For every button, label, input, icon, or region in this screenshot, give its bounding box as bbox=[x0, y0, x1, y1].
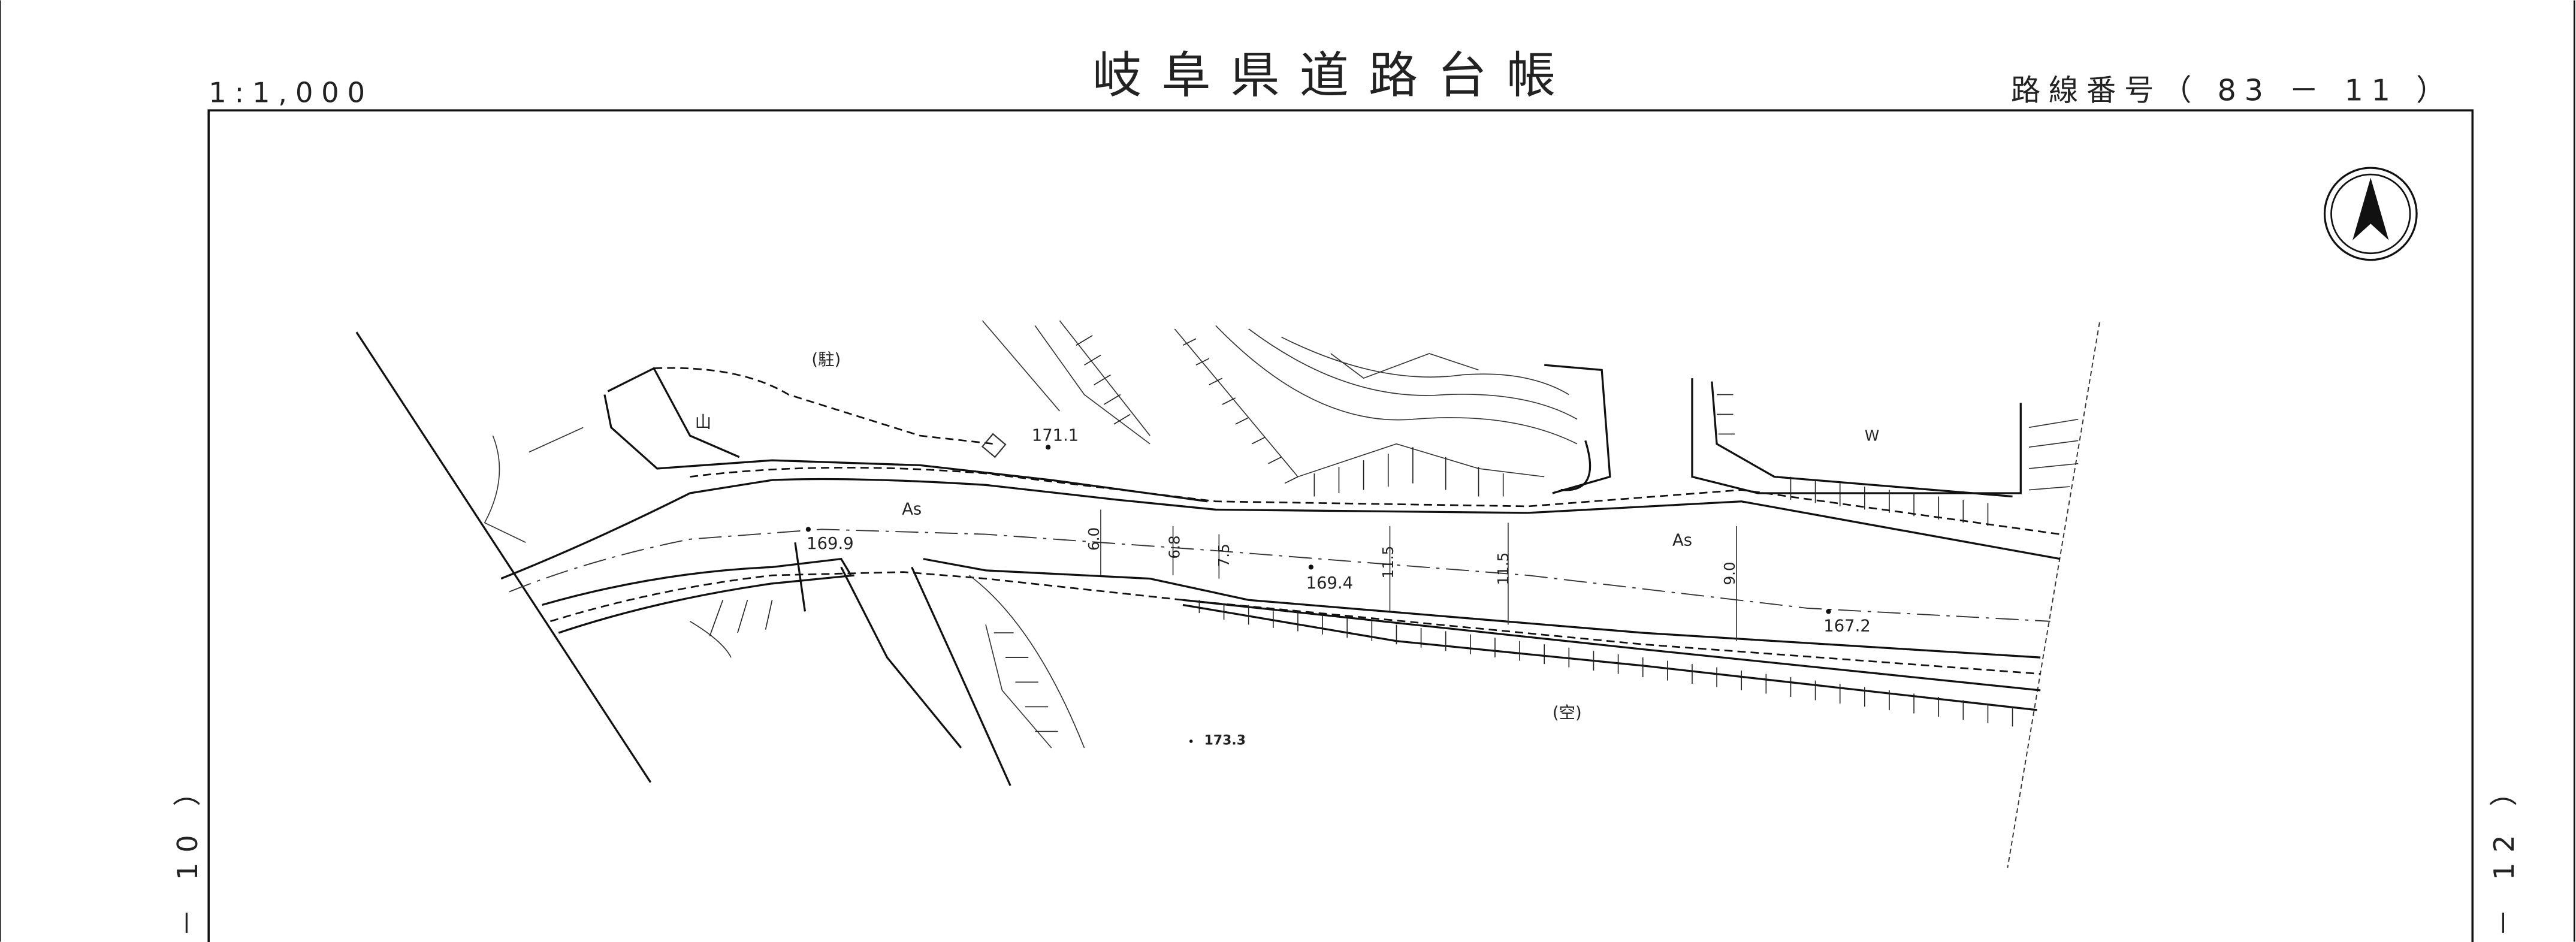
elevation-169-4: 169.4 bbox=[1306, 574, 1353, 593]
width-6-8: 6.8 bbox=[1166, 535, 1183, 558]
width-6-0: 6.0 bbox=[1085, 527, 1103, 551]
elevation-167-2: 167.2 bbox=[1823, 617, 1870, 635]
road-plan-drawing bbox=[355, 320, 2100, 868]
sheet-title: 岐阜県道路台帳 bbox=[1092, 47, 1575, 104]
label-mountain: 山 bbox=[695, 413, 711, 431]
scale-label: 1:1,000 bbox=[209, 76, 373, 108]
adjacent-sheet-right[interactable]: － 12 ） bbox=[2488, 768, 2520, 937]
map-frame bbox=[207, 109, 2474, 942]
route-number: 路線番号（ 83 － 11 ） bbox=[2011, 73, 2454, 108]
label-water: W bbox=[1865, 427, 1879, 444]
label-surface-as-1: As bbox=[902, 500, 922, 519]
elevation-171-1: 171.1 bbox=[1032, 426, 1079, 445]
elevation-173-3: 173.3 bbox=[1204, 733, 1246, 748]
label-surface-as-2: As bbox=[1672, 532, 1692, 550]
width-7-5: 7.5 bbox=[1215, 544, 1233, 567]
north-arrow-icon bbox=[2323, 167, 2418, 261]
label-parking: (駐) bbox=[811, 351, 841, 369]
label-vacant: (空) bbox=[1553, 704, 1582, 723]
map-labels: (駐) 山 171.1 As 169.9 6.0 6.8 7.5 169.4 1… bbox=[695, 351, 1879, 748]
width-9-0: 9.0 bbox=[1721, 561, 1738, 585]
elevation-169-9: 169.9 bbox=[807, 535, 853, 553]
adjacent-sheet-left[interactable]: － 10 ） bbox=[171, 768, 204, 937]
width-11-5-b: 11.5 bbox=[1494, 552, 1512, 585]
width-11-5-a: 11.5 bbox=[1379, 546, 1397, 579]
